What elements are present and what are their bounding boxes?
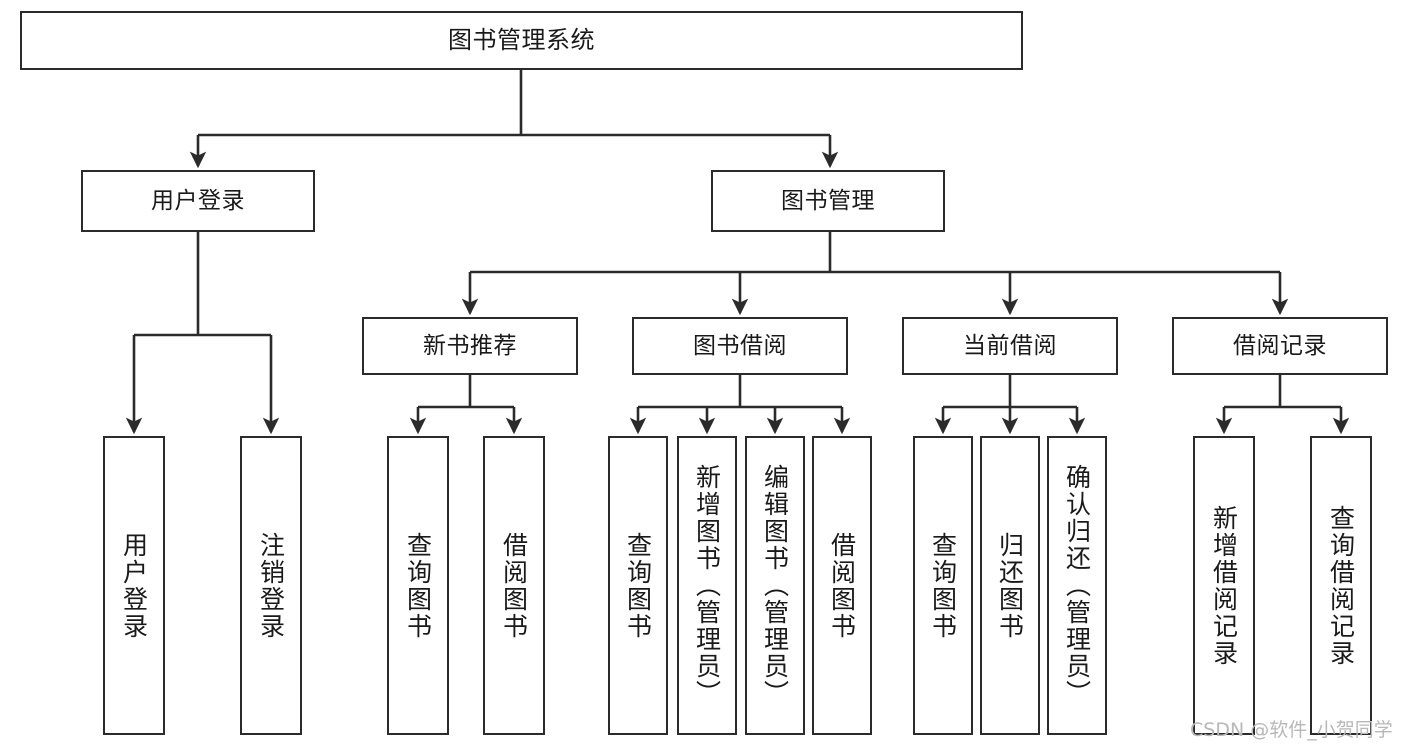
node-label: 用户登录 <box>119 531 149 640</box>
node-label: 新增图书（管理员） <box>692 464 722 707</box>
node-leaf-query-book-borrow[interactable]: 查询图书 <box>608 436 668 735</box>
node-leaf-query-borrow-record[interactable]: 查询借阅记录 <box>1310 436 1372 735</box>
watermark-csdn: CSDN @软件_小贺同学 <box>1190 715 1393 742</box>
node-label: 新增借阅记录 <box>1209 504 1239 667</box>
node-leaf-add-borrow-record[interactable]: 新增借阅记录 <box>1193 436 1255 735</box>
node-leaf-borrow-book[interactable]: 借阅图书 <box>812 436 872 735</box>
node-current-borrow[interactable]: 当前借阅 <box>902 317 1118 375</box>
node-leaf-query-book-newbook[interactable]: 查询图书 <box>387 436 449 735</box>
node-user-login[interactable]: 用户登录 <box>81 170 315 232</box>
node-book-borrow[interactable]: 图书借阅 <box>632 317 848 375</box>
node-label: 归还图书 <box>995 531 1025 640</box>
node-leaf-add-book-admin[interactable]: 新增图书（管理员） <box>677 436 737 735</box>
node-label: 编辑图书（管理员） <box>760 464 790 707</box>
node-label: 新书推荐 <box>423 332 517 359</box>
node-leaf-query-book-current[interactable]: 查询图书 <box>913 436 973 735</box>
node-leaf-user-login[interactable]: 用户登录 <box>103 436 165 735</box>
node-borrow-record[interactable]: 借阅记录 <box>1172 317 1388 375</box>
node-label: 用户登录 <box>151 187 245 214</box>
node-label: 图书借阅 <box>693 332 787 359</box>
node-label: 确认归还（管理员） <box>1062 464 1092 707</box>
node-root-system[interactable]: 图书管理系统 <box>20 11 1023 70</box>
node-label: 借阅图书 <box>499 531 529 640</box>
node-label: 查询借阅记录 <box>1326 504 1356 667</box>
node-leaf-edit-book-admin[interactable]: 编辑图书（管理员） <box>745 436 805 735</box>
node-label: 当前借阅 <box>963 332 1057 359</box>
node-leaf-logout[interactable]: 注销登录 <box>240 436 302 735</box>
node-label: 借阅记录 <box>1233 332 1327 359</box>
node-label: 查询图书 <box>623 531 653 640</box>
node-book-management[interactable]: 图书管理 <box>711 170 945 232</box>
node-label: 查询图书 <box>403 531 433 640</box>
node-label: 图书管理 <box>781 187 875 214</box>
watermark-text: CSDN @软件_小贺同学 <box>1190 719 1393 741</box>
node-leaf-return-book[interactable]: 归还图书 <box>980 436 1040 735</box>
node-label: 图书管理系统 <box>448 25 595 54</box>
node-label: 查询图书 <box>928 531 958 640</box>
node-new-book-recommend[interactable]: 新书推荐 <box>362 317 578 375</box>
node-label: 借阅图书 <box>827 531 857 640</box>
node-label: 注销登录 <box>256 531 286 640</box>
node-leaf-borrow-book-newbook[interactable]: 借阅图书 <box>483 436 545 735</box>
node-leaf-confirm-return-admin[interactable]: 确认归还（管理员） <box>1047 436 1107 735</box>
